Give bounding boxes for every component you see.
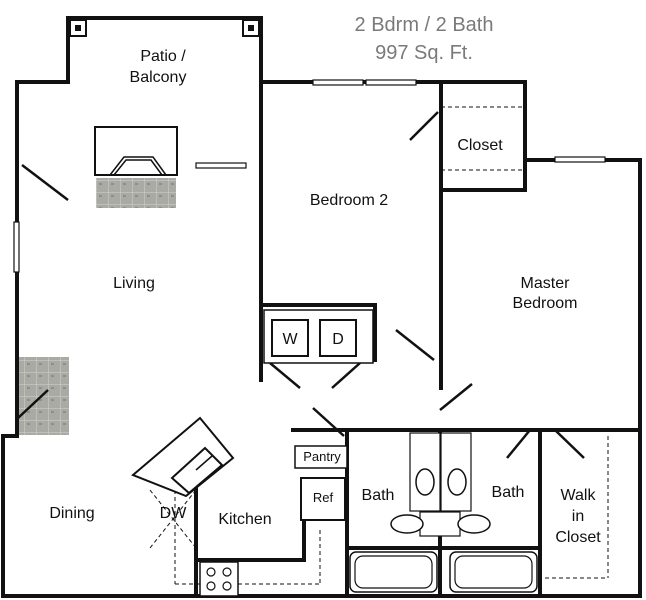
closet-label: Closet xyxy=(457,137,503,154)
living-label: Living xyxy=(113,275,155,292)
windows xyxy=(13,79,606,273)
washer-label: W xyxy=(282,331,298,348)
bathroom-fixtures xyxy=(349,432,538,593)
bath-right-label: Bath xyxy=(492,484,525,501)
range-icon xyxy=(199,561,239,597)
doors xyxy=(17,111,585,459)
entry-tile xyxy=(19,357,69,435)
hearth-tile xyxy=(96,178,176,208)
patio-posts xyxy=(69,19,260,37)
closet-shelves xyxy=(174,106,609,585)
master-label-line1: Master xyxy=(521,275,571,292)
bath-left-label: Bath xyxy=(362,487,395,504)
dishwasher-label: DW xyxy=(160,505,188,522)
pantry-ref: Pantry Ref xyxy=(294,445,348,521)
patio-label-line2: Balcony xyxy=(130,69,187,86)
exterior-walls xyxy=(1,16,642,598)
refrigerator-label: Ref xyxy=(313,490,334,505)
walkin-closet-label-line3: Closet xyxy=(555,529,601,546)
bedroom2-label: Bedroom 2 xyxy=(310,192,388,209)
walkin-closet-label-line1: Walk xyxy=(561,487,597,504)
dining-label: Dining xyxy=(49,505,94,522)
kitchen-counter xyxy=(131,416,239,597)
unit-layout-title: 2 Bdrm / 2 Bath xyxy=(355,14,494,36)
patio-label-line1: Patio / xyxy=(140,48,186,65)
dryer-label: D xyxy=(332,331,344,348)
fireplace-icon xyxy=(94,126,178,208)
kitchen-label: Kitchen xyxy=(218,511,271,528)
walkin-closet-label-line2: in xyxy=(572,508,584,525)
pantry-label: Pantry xyxy=(303,449,341,464)
unit-area-title: 997 Sq. Ft. xyxy=(375,42,473,64)
master-label-line2: Bedroom xyxy=(513,295,578,312)
washer-dryer: W D xyxy=(263,309,374,364)
